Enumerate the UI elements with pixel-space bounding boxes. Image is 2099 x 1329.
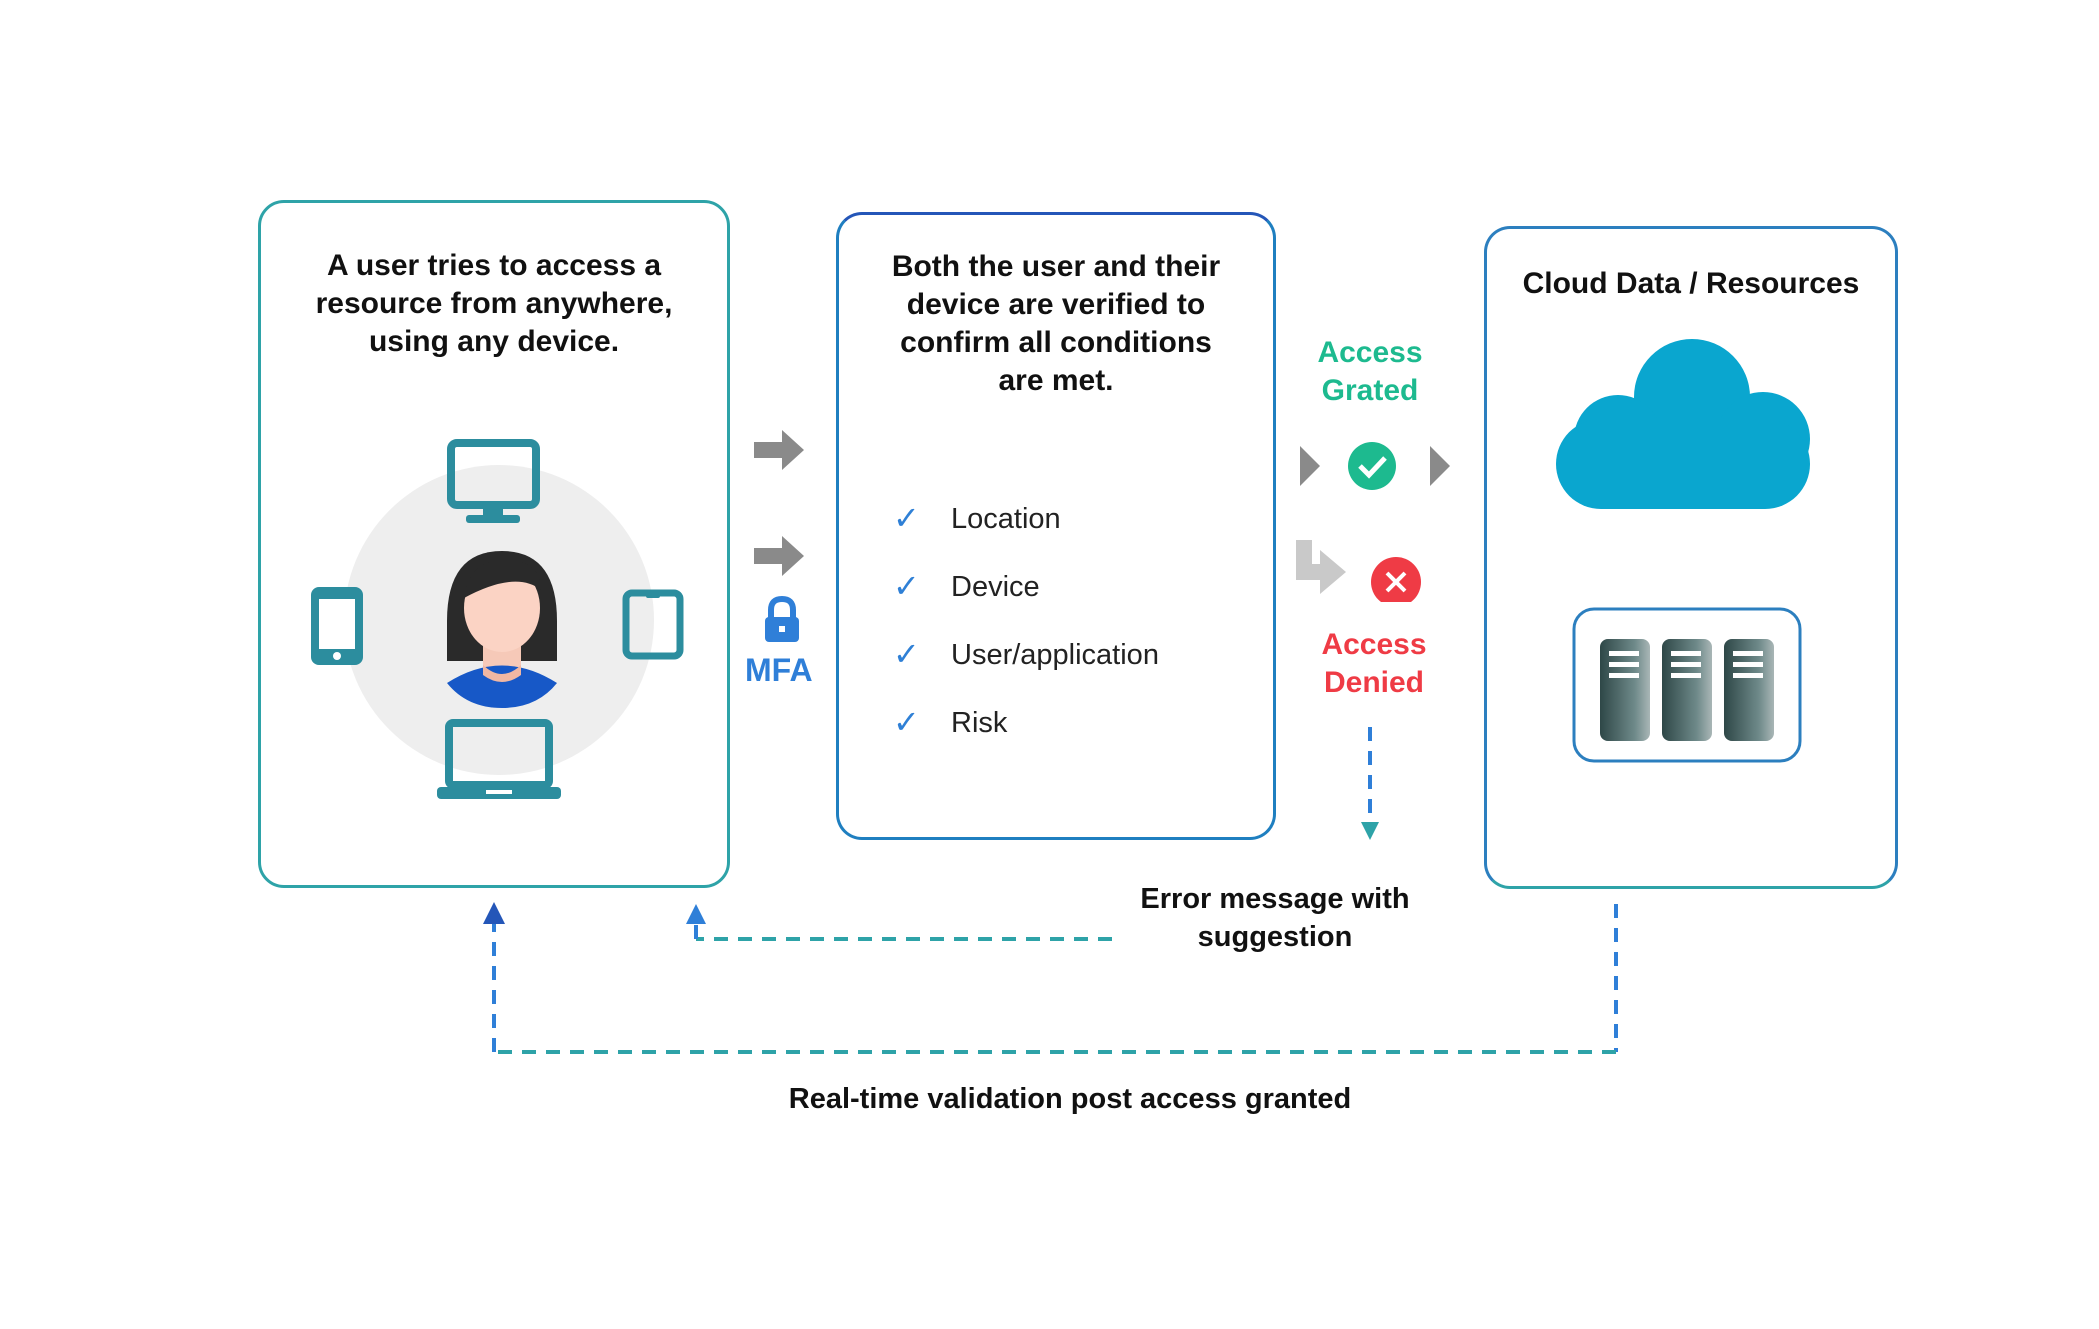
phone-icon (311, 587, 363, 665)
arrow-right-icon (1300, 446, 1320, 486)
access-granted-line-1: Access (1317, 336, 1423, 369)
verify-text-line-4: are met. (998, 364, 1114, 397)
conditions-list: ✓ Location ✓ Device ✓ User/application ✓… (893, 499, 1253, 759)
verify-text-line-3: confirm all conditions (900, 326, 1212, 359)
check-icon: ✓ (893, 704, 920, 740)
user-devices-illustration (311, 439, 684, 799)
condition-device: Device (951, 571, 1040, 603)
check-circle-icon (1348, 442, 1396, 490)
error-caption-line-1: Error message with (1140, 883, 1410, 915)
laptop-icon (437, 719, 561, 799)
tablet-icon (622, 589, 684, 660)
arrow-down-right-icon (1296, 540, 1346, 594)
user-text-line-2: resource from anywhere, (315, 287, 673, 320)
access-denied-line-2: Denied (1323, 666, 1425, 699)
validation-caption: Real-time validation post access granted (788, 1083, 1352, 1115)
arrow-right-icon (754, 536, 804, 576)
arrow-right-icon (1430, 446, 1450, 486)
access-denied-line-1: Access (1321, 628, 1427, 661)
lock-icon (765, 596, 799, 642)
verify-text-line-1: Both the user and their (891, 250, 1221, 283)
check-icon: ✓ (893, 636, 920, 672)
user-text-line-1: A user tries to access a (326, 249, 662, 282)
mfa-label: MFA (745, 652, 813, 688)
arrow-right-icon (754, 430, 804, 470)
flow-arrows-left (754, 430, 804, 576)
server-icon (1572, 607, 1802, 763)
check-icon: ✓ (893, 500, 920, 536)
cloud-panel: Cloud Data / Resources (1484, 226, 1898, 889)
arrow-up-icon (686, 904, 706, 924)
arrow-up-icon (483, 902, 505, 924)
verification-panel: Both the user and their device are verif… (836, 212, 1276, 840)
access-granted-label: Access Grated (1300, 334, 1440, 410)
verify-text-line-2: device are verified to (906, 288, 1206, 321)
x-circle-icon (1371, 557, 1421, 602)
access-denied-label: Access Denied (1304, 626, 1444, 702)
error-caption: Error message with suggestion (1120, 880, 1430, 956)
access-granted-line-2: Grated (1321, 374, 1419, 407)
error-caption-line-2: suggestion (1197, 921, 1353, 953)
condition-risk: Risk (951, 707, 1008, 739)
cloud-illustration (1556, 339, 1810, 763)
cloud-icon (1556, 339, 1810, 509)
monitor-icon (447, 439, 540, 523)
verification-panel-text: Both the user and their device are verif… (839, 248, 1273, 400)
access-decision-graphics (1296, 442, 1450, 602)
user-text-line-3: using any device. (368, 325, 620, 358)
user-panel: A user tries to access a resource from a… (258, 200, 730, 888)
condition-user-application: User/application (951, 639, 1159, 671)
arrow-down-icon (1361, 822, 1379, 840)
check-icon: ✓ (893, 568, 920, 604)
cloud-panel-title: Cloud Data / Resources (1522, 267, 1860, 300)
user-avatar-icon (447, 551, 557, 708)
user-panel-text: A user tries to access a resource from a… (261, 247, 727, 361)
condition-location: Location (951, 503, 1061, 535)
